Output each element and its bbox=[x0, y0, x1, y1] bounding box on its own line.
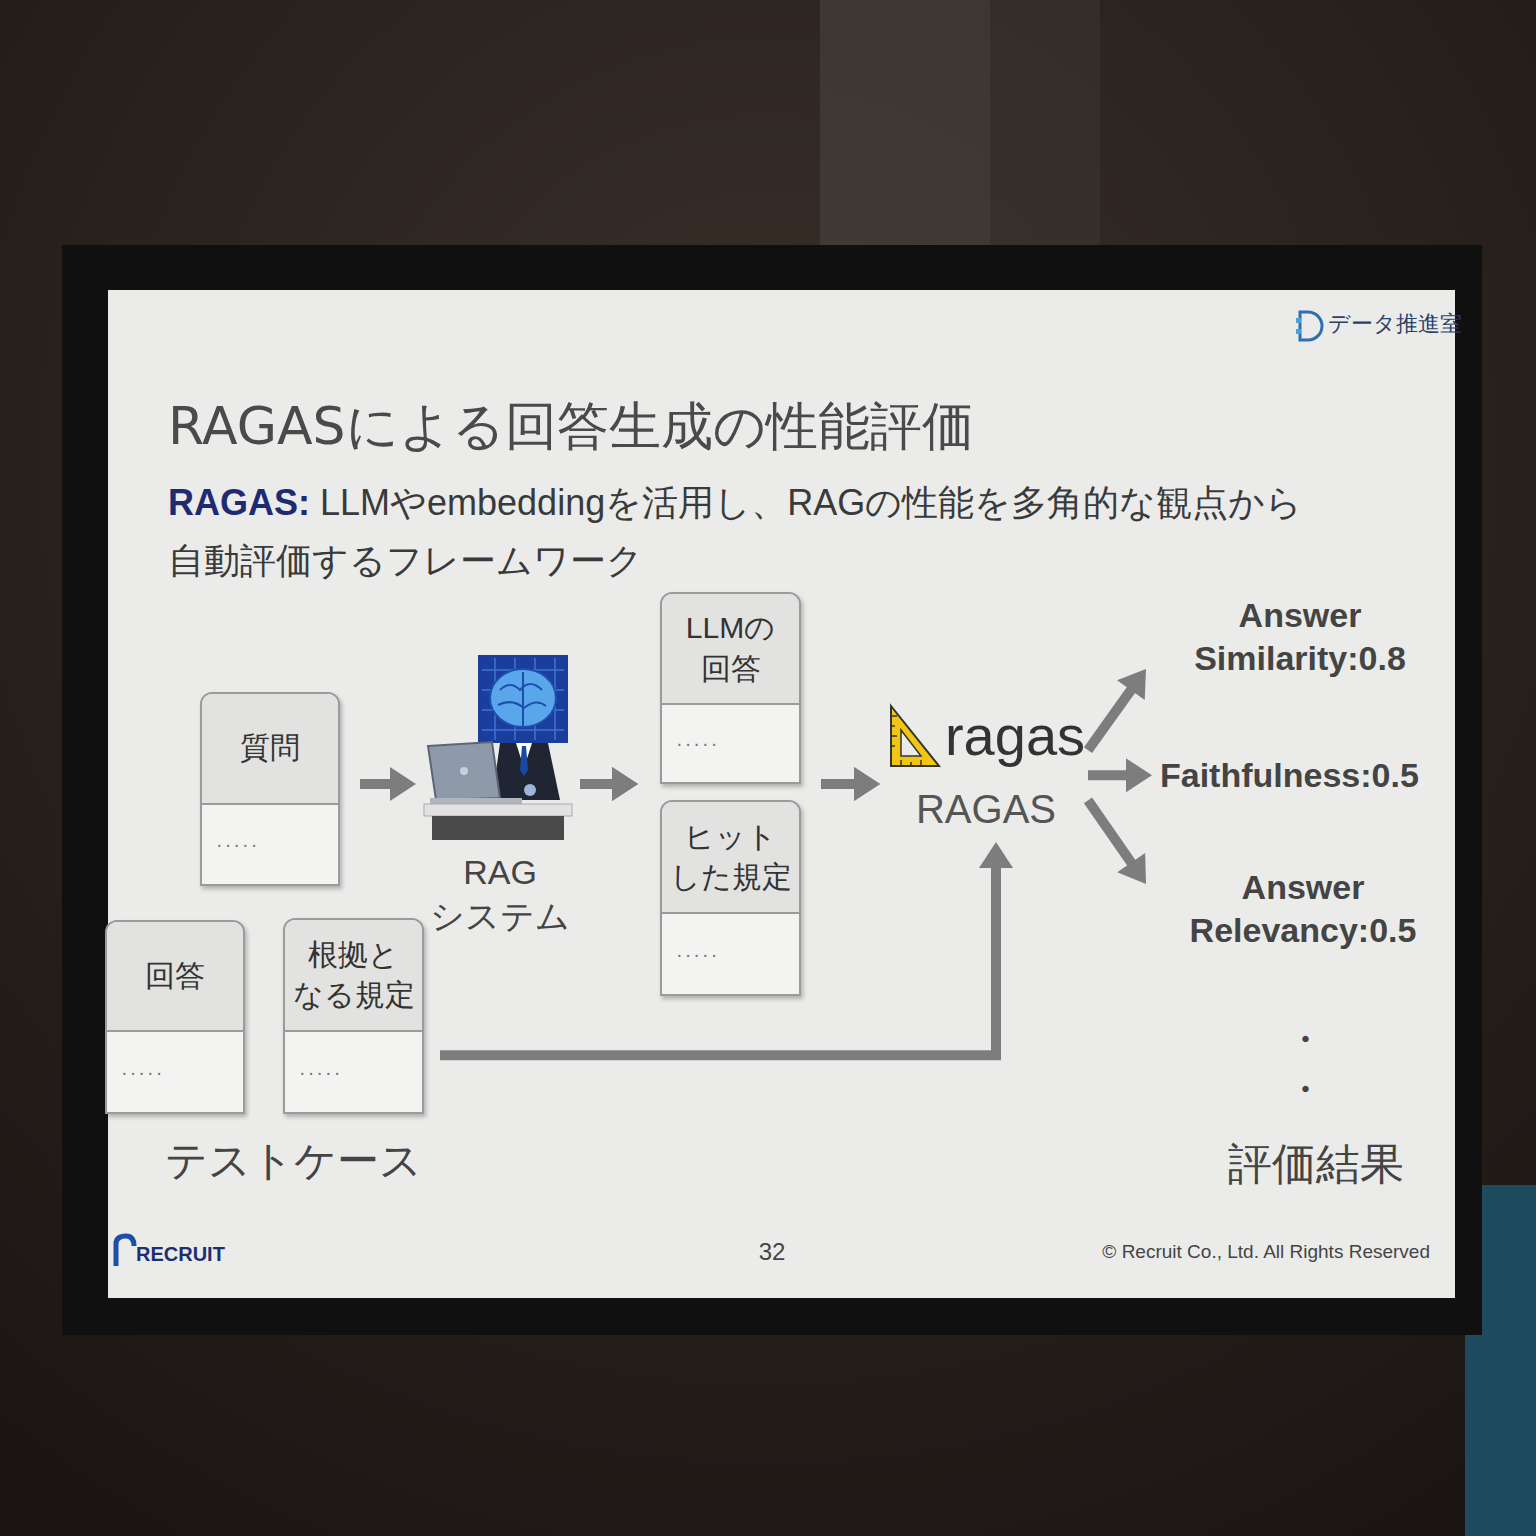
card-box: ヒット した規定 ····· bbox=[660, 800, 801, 996]
marble-pillar bbox=[820, 0, 990, 250]
card-header: ヒット した規定 bbox=[662, 802, 799, 914]
placeholder-dots: ····· bbox=[676, 943, 719, 966]
arrow-line bbox=[1088, 770, 1128, 780]
placeholder-dots: ····· bbox=[676, 732, 719, 755]
arrow-head bbox=[854, 767, 880, 801]
slide-label: 32 bbox=[740, 1238, 804, 1266]
card-title: 回答 bbox=[145, 956, 205, 997]
placeholder-dots: ····· bbox=[216, 833, 259, 856]
card-body: ····· bbox=[662, 914, 799, 994]
screen-frame bbox=[62, 245, 1482, 1335]
ragas-logo-row: ragas bbox=[887, 700, 1085, 770]
rag-illustration bbox=[420, 650, 580, 845]
arrow-line bbox=[580, 779, 614, 789]
result-metric: Answer Relevancy:0.5 bbox=[1150, 866, 1456, 951]
subtitle: RAGAS:LLMやembeddingを活用し、RAGの性能を多角的な観点から … bbox=[168, 474, 1368, 591]
flow-arrow bbox=[360, 767, 416, 801]
arrow-head bbox=[390, 767, 416, 801]
slide-label: データ推進室 bbox=[1328, 309, 1462, 339]
placeholder-dots: ····· bbox=[299, 1061, 342, 1084]
slide-label: © Recruit Co., Ltd. All Rights Reserved bbox=[1030, 1241, 1430, 1263]
dept-logo-icon bbox=[1296, 312, 1322, 340]
arrow-head bbox=[979, 842, 1013, 868]
card-header: 質問 bbox=[202, 694, 338, 805]
slide bbox=[108, 290, 1455, 1298]
card-title: ヒット した規定 bbox=[668, 817, 793, 898]
arrow-line bbox=[821, 779, 856, 789]
recruit-logo-mark bbox=[116, 1236, 134, 1266]
arrow-line bbox=[1088, 689, 1132, 751]
metric-text: Answer Similarity:0.8 bbox=[1150, 594, 1450, 679]
card-body: ····· bbox=[202, 805, 338, 884]
ragas-logo-text: ragas bbox=[945, 708, 1085, 770]
marble-pillar bbox=[990, 0, 1100, 250]
subtitle-text: LLMやembeddingを活用し、RAGの性能を多角的な観点から 自動評価する… bbox=[168, 482, 1302, 581]
rag-system-figure: RAG システム bbox=[420, 650, 580, 955]
slide-label: RECRUIT bbox=[136, 1243, 225, 1266]
arrow-head bbox=[1126, 758, 1152, 792]
card-header: 回答 bbox=[107, 922, 243, 1032]
arrow-line bbox=[821, 779, 856, 789]
card-body: ····· bbox=[662, 705, 799, 782]
result-metric: Answer Similarity:0.8 bbox=[1150, 594, 1450, 679]
flow-arrow bbox=[1088, 800, 1146, 884]
rag-label: RAG システム bbox=[420, 850, 580, 938]
card-header: 根拠と なる規定 bbox=[285, 920, 422, 1032]
arrow-line bbox=[360, 779, 392, 789]
card-body: ····· bbox=[285, 1032, 422, 1112]
flow-arrow bbox=[1088, 669, 1146, 750]
arrow-line bbox=[1088, 800, 1132, 864]
card-box: 根拠と なる規定 ····· bbox=[283, 918, 424, 1114]
slide-title: RAGASによる回答生成の性能評価 bbox=[168, 392, 974, 462]
metric-text: Answer Relevancy:0.5 bbox=[1150, 866, 1456, 951]
arrow-head bbox=[854, 767, 880, 801]
card-header: LLMの 回答 bbox=[662, 594, 799, 705]
arrow-head bbox=[612, 767, 638, 801]
card-title: 根拠と なる規定 bbox=[291, 935, 416, 1016]
result-metric: Faithfulness:0.5 bbox=[1160, 754, 1450, 797]
arrow-line bbox=[580, 779, 614, 789]
slide-label: ・ bbox=[1285, 1012, 1325, 1067]
card-box: 回答 ····· bbox=[105, 920, 245, 1114]
flow-arrow bbox=[580, 767, 638, 801]
card-box: 質問 ····· bbox=[200, 692, 340, 886]
placeholder-dots: ····· bbox=[121, 1061, 164, 1084]
card-title: LLMの 回答 bbox=[668, 608, 793, 689]
flow-arrow bbox=[580, 767, 638, 801]
slide-label: 評価結果 bbox=[1228, 1135, 1404, 1194]
card-title: 質問 bbox=[240, 728, 300, 769]
slide-label: ・ bbox=[1285, 1062, 1325, 1117]
metric-text: Faithfulness:0.5 bbox=[1160, 754, 1450, 797]
ragas-tool: ragasRAGAS bbox=[886, 700, 1086, 832]
flow-arrow bbox=[1088, 758, 1152, 792]
card-body: ····· bbox=[107, 1032, 243, 1112]
flow-arrow bbox=[821, 767, 880, 801]
ragas-name: RAGAS bbox=[916, 786, 1056, 832]
arrow-head bbox=[612, 767, 638, 801]
set-square-icon bbox=[887, 700, 943, 770]
subtitle-term: RAGAS: bbox=[168, 482, 310, 523]
flow-arrow bbox=[821, 767, 880, 801]
slide-label: テストケース bbox=[165, 1133, 422, 1189]
card-box: LLMの 回答 ····· bbox=[660, 592, 801, 784]
